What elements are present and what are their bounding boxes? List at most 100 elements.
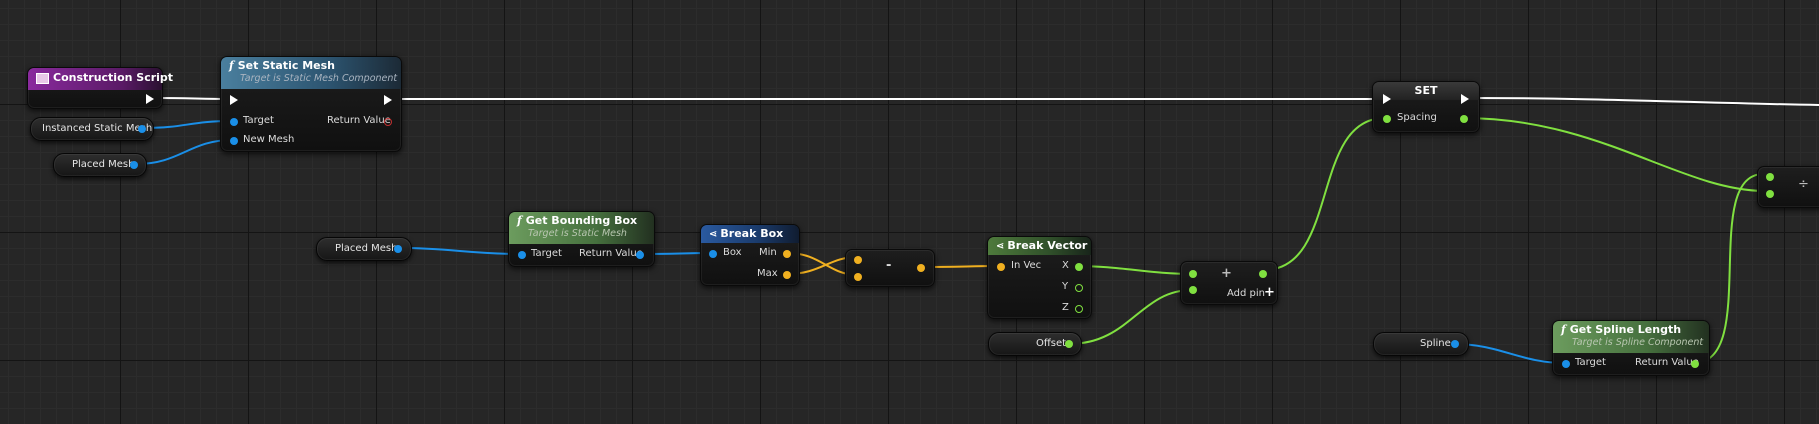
placed-mesh-pin[interactable] (130, 161, 138, 169)
get-spline-length-title: Get Spline Length (1569, 323, 1682, 336)
divide-b-pin[interactable] (1766, 190, 1774, 198)
add-symbol: + (1221, 266, 1232, 281)
set-static-mesh-target-label: Target (243, 115, 274, 126)
break-vector-header: ⋖Break Vector (988, 237, 1091, 255)
break-box-max-pin[interactable] (783, 271, 791, 279)
set-static-mesh-return-pin[interactable] (384, 118, 392, 126)
placed-mesh-2-pin[interactable] (394, 245, 402, 253)
break-box-min-label: Min (759, 247, 777, 258)
add-pin-label[interactable]: Add pin (1227, 288, 1266, 299)
set-node[interactable]: SET Spacing (1372, 81, 1480, 133)
instanced-static-mesh-var[interactable]: Instanced Static Mesh (30, 117, 154, 141)
break-vector-z-pin[interactable] (1075, 305, 1083, 313)
break-box-max-label: Max (757, 268, 778, 279)
break-box-header: ⋖Break Box (701, 225, 799, 243)
subtract-symbol: - (886, 258, 892, 273)
set-header: SET (1373, 82, 1479, 100)
wire-x-to-add (1076, 265, 1193, 275)
get-bounding-box-target-pin[interactable] (518, 251, 526, 259)
placed-mesh-var[interactable]: Placed Mesh (53, 153, 147, 177)
break-vector-y-pin[interactable] (1075, 284, 1083, 292)
get-bounding-box-title: Get Bounding Box (525, 214, 638, 227)
instanced-static-mesh-label: Instanced Static Mesh (42, 123, 153, 134)
set-spacing-in-pin[interactable] (1383, 115, 1391, 123)
add-node[interactable]: + Add pin + (1180, 261, 1278, 305)
get-spline-length-return-pin[interactable] (1691, 360, 1699, 368)
set-title: SET (1414, 84, 1438, 97)
add-b-pin[interactable] (1189, 286, 1197, 294)
set-exec-out[interactable] (1461, 94, 1469, 104)
get-spline-length-return-label: Return Value (1635, 357, 1699, 368)
spline-label: Spline (1420, 338, 1451, 349)
break-box-min-pin[interactable] (783, 250, 791, 258)
divide-node[interactable]: ÷ (1757, 166, 1819, 208)
offset-label: Offset (1036, 338, 1067, 349)
break-box-box-label: Box (723, 247, 742, 258)
placed-mesh-label: Placed Mesh (72, 159, 135, 170)
offset-pin[interactable] (1065, 340, 1073, 348)
get-spline-length-target-label: Target (1575, 357, 1606, 368)
instanced-static-mesh-pin[interactable] (138, 125, 146, 133)
offset-var[interactable]: Offset (988, 332, 1082, 356)
set-static-mesh-exec-in[interactable] (230, 95, 238, 105)
break-vector-z-label: Z (1062, 302, 1069, 313)
add-out-pin[interactable] (1259, 270, 1267, 278)
placed-mesh-var-2[interactable]: Placed Mesh (316, 237, 412, 261)
set-spacing-label: Spacing (1397, 112, 1437, 123)
subtract-out-pin[interactable] (917, 264, 925, 272)
subtract-a-pin[interactable] (854, 256, 862, 264)
wire-spline-to-getsplinelength (1453, 343, 1566, 364)
get-bounding-box-target-label: Target (531, 248, 562, 259)
break-vector-y-label: Y (1062, 281, 1069, 292)
spline-var[interactable]: Spline (1373, 332, 1469, 356)
divide-symbol: ÷ (1798, 177, 1809, 192)
wire-spacing-to-divide (1462, 117, 1765, 192)
set-static-mesh-exec-out[interactable] (384, 95, 392, 105)
get-bounding-box-return-pin[interactable] (636, 251, 644, 259)
get-spline-length-subtitle: Target is Spline Component (1572, 337, 1704, 348)
break-vector-node[interactable]: ⋖Break Vector In Vec X Y Z (987, 236, 1092, 319)
subtract-b-pin[interactable] (854, 273, 862, 281)
divide-a-pin[interactable] (1766, 173, 1774, 181)
break-box-node[interactable]: ⋖Break Box Box Min Max (700, 224, 800, 286)
exec-wire-set-out (1469, 97, 1819, 106)
get-bounding-box-return-label: Return Value (579, 248, 643, 259)
construction-script-icon (36, 72, 49, 84)
set-static-mesh-title: Set Static Mesh (237, 59, 335, 72)
construction-script-node[interactable]: Construction Script (27, 67, 173, 109)
function-icon: f (229, 59, 234, 72)
add-a-pin[interactable] (1189, 270, 1197, 278)
set-static-mesh-subtitle: Target is Static Mesh Component (240, 73, 398, 84)
get-bounding-box-subtitle: Target is Static Mesh (528, 228, 627, 239)
function-icon: f (1561, 323, 1566, 336)
break-vector-title: Break Vector (1007, 239, 1088, 252)
break-vector-invec-label: In Vec (1011, 260, 1042, 271)
wire-instanced-to-target (144, 120, 233, 129)
get-spline-length-target-pin[interactable] (1562, 360, 1570, 368)
add-pin-plus-icon[interactable]: + (1264, 285, 1275, 300)
subtract-node[interactable]: - (845, 249, 935, 287)
wire-placedmesh-to-newmesh (136, 139, 233, 165)
break-box-box-pin[interactable] (709, 250, 717, 258)
set-static-mesh-newmesh-label: New Mesh (243, 134, 295, 145)
set-static-mesh-target-pin[interactable] (230, 118, 238, 126)
spline-pin[interactable] (1451, 340, 1459, 348)
function-icon: f (517, 214, 522, 227)
break-vector-invec-pin[interactable] (997, 263, 1005, 271)
wire-placedmesh2-to-getbbox (399, 247, 522, 255)
set-static-mesh-return-label: Return Value (327, 115, 391, 126)
break-vector-x-label: X (1062, 260, 1069, 271)
construction-script-exec-out[interactable] (146, 94, 154, 104)
set-exec-in[interactable] (1383, 94, 1391, 104)
construction-script-title: Construction Script (53, 71, 174, 84)
wire-add-to-spacing (1263, 117, 1386, 271)
set-static-mesh-newmesh-pin[interactable] (230, 137, 238, 145)
break-vector-x-pin[interactable] (1075, 263, 1083, 271)
set-spacing-out-pin[interactable] (1460, 115, 1468, 123)
